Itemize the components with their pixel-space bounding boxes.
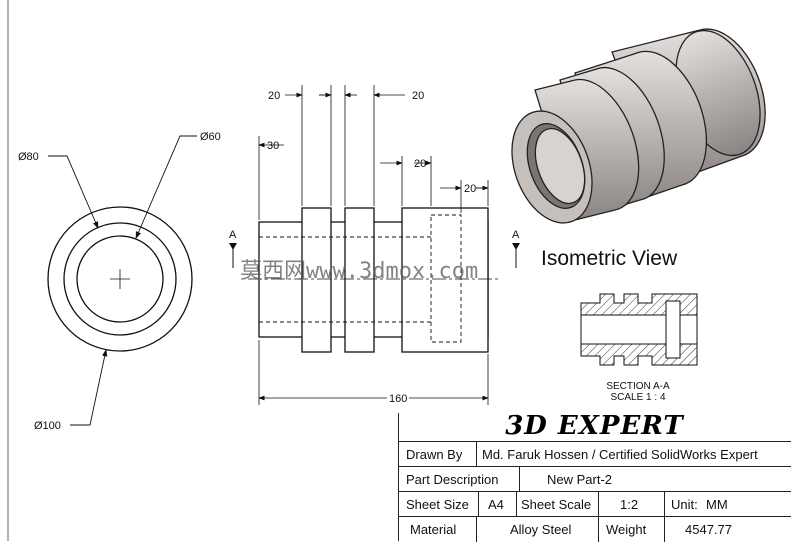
dim-width-30: 30: [267, 140, 279, 152]
dim-width-20c: 20: [414, 158, 426, 170]
section-marker-left: A: [229, 229, 237, 268]
sheet-scale-label: Sheet Scale: [521, 497, 592, 512]
row-sheet: Sheet Size A4 Sheet Scale 1:2 Unit: MM: [398, 491, 791, 517]
weight-label: Weight: [606, 522, 647, 537]
row-part-description: Part Description New Part-2: [398, 466, 791, 492]
sheet-scale-value: 1:2: [620, 497, 639, 512]
material-value: Alloy Steel: [510, 522, 572, 537]
isometric-view: [511, 28, 766, 224]
section-caption-scale: SCALE 1 : 4: [610, 392, 666, 403]
material-label: Material: [410, 522, 457, 537]
watermark: 莫西网www.3dmox.com: [240, 259, 479, 284]
dim-width-20a: 20: [268, 90, 280, 102]
dim-width-20b: 20: [412, 90, 424, 102]
unit-label: Unit:: [671, 497, 698, 512]
section-caption: SECTION A-A SCALE 1 : 4: [572, 381, 704, 403]
row-material: Material Alloy Steel Weight 4547.77: [398, 516, 791, 542]
dim-dia-100: Ø100: [34, 420, 61, 432]
sheet-size-label: Sheet Size: [406, 497, 469, 512]
drawn-by-value: Md. Faruk Hossen / Certified SolidWorks …: [482, 447, 758, 462]
drawn-by-label: Drawn By: [406, 447, 463, 462]
section-view: [580, 293, 698, 366]
side-view: [248, 207, 500, 353]
front-view-leaders: [48, 135, 197, 426]
dim-dia-60: Ø60: [200, 131, 221, 143]
front-view: [47, 206, 193, 352]
section-marker-right: A: [512, 229, 520, 268]
brand-logo: 3D EXPERT: [505, 411, 684, 441]
dim-dia-80: Ø80: [18, 151, 39, 163]
part-desc-value: New Part-2: [547, 472, 613, 487]
sheet-size-value: A4: [488, 497, 504, 512]
title-block: 3D EXPERT Drawn By Md. Faruk Hossen / Ce…: [398, 411, 791, 542]
row-drawn-by: Drawn By Md. Faruk Hossen / Certified So…: [398, 441, 791, 467]
svg-text:A: A: [229, 229, 237, 241]
dim-width-20d: 20: [464, 183, 476, 195]
dim-length-160: 160: [389, 393, 407, 405]
svg-text:A: A: [512, 229, 520, 241]
section-caption-title: SECTION A-A: [606, 381, 670, 392]
side-view-dims: [258, 85, 489, 405]
unit-value: MM: [706, 497, 728, 512]
part-desc-label: Part Description: [406, 472, 499, 487]
weight-value: 4547.77: [685, 522, 732, 537]
isometric-label: Isometric View: [541, 247, 678, 270]
